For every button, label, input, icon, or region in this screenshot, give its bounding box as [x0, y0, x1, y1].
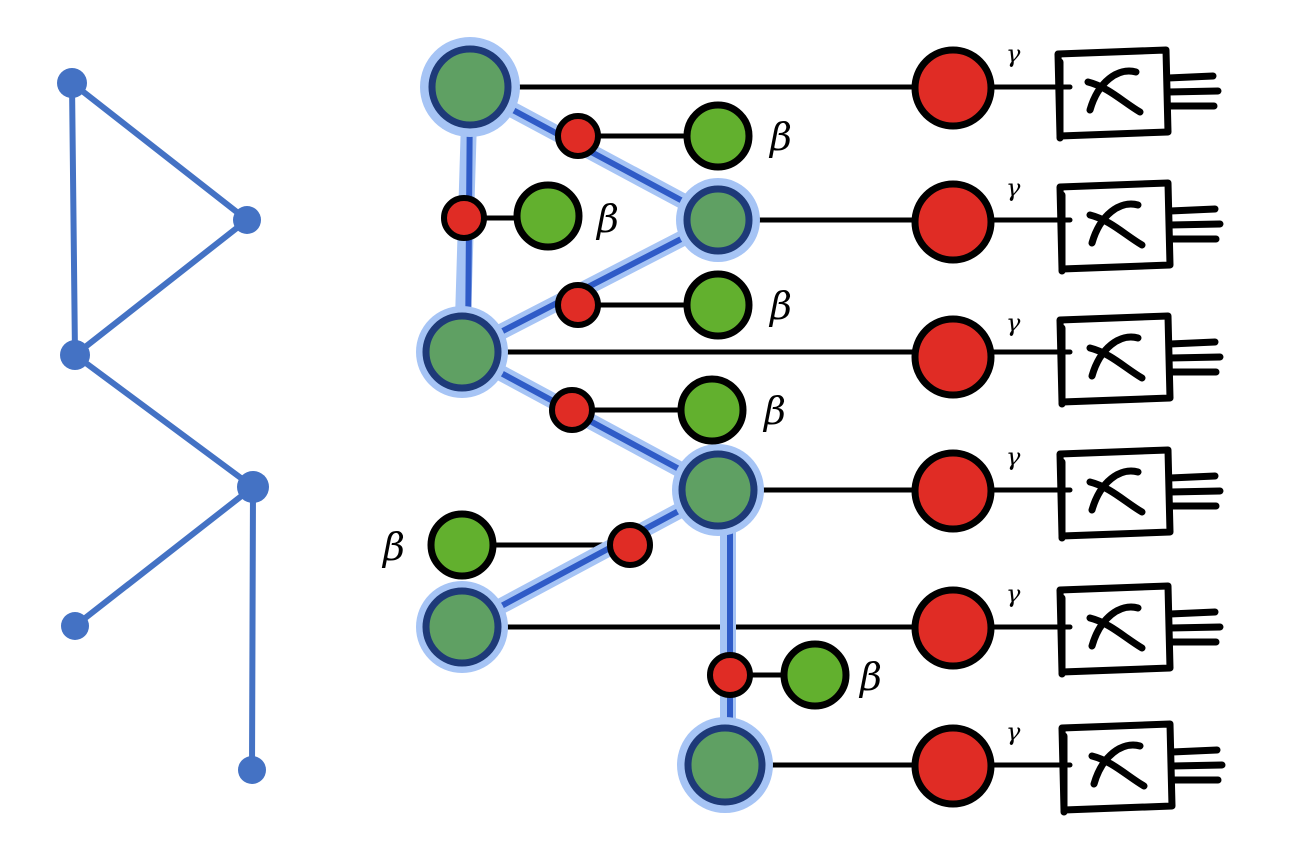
red-spider [555, 282, 601, 328]
measurements [1058, 50, 1222, 812]
graph-edge [72, 217, 250, 358]
graph-edge [69, 80, 78, 358]
measurement-box-icon [1062, 724, 1222, 812]
graph-edge [69, 80, 250, 223]
green-spider [428, 45, 512, 129]
red-spider [549, 387, 595, 433]
graph-edge [249, 484, 256, 773]
gamma-label: γ [1006, 718, 1021, 746]
green-spider [684, 724, 766, 806]
red-spider [911, 46, 995, 130]
beta-label: β [768, 284, 792, 328]
measurement-box-icon [1060, 316, 1220, 404]
gamma-label: γ [1006, 443, 1021, 471]
beta-label: β [381, 525, 405, 569]
green-spider [683, 185, 753, 255]
measurement-box-icon [1060, 450, 1220, 538]
measurement-box-icon [1060, 183, 1220, 271]
gamma-label: γ [1006, 309, 1021, 337]
measurement-box-icon [1060, 586, 1220, 674]
beta-spiders [427, 101, 850, 710]
green-spider [678, 450, 758, 530]
measurement-box-icon [1058, 50, 1218, 138]
highlighted-spiders [416, 37, 773, 813]
green-spider [427, 510, 497, 580]
gamma-labels: γ γ γ γ γ γ [1006, 40, 1021, 746]
green-spider [683, 270, 753, 340]
green-spider [683, 101, 753, 171]
gamma-label: γ [1006, 580, 1021, 608]
graph-node [60, 340, 90, 370]
gamma-label: γ [1006, 40, 1021, 68]
graph-edge [72, 352, 256, 490]
graph-node [238, 756, 266, 784]
red-spider [911, 586, 995, 670]
green-spider [780, 640, 850, 710]
graph-node [233, 206, 261, 234]
gamma-label: γ [1006, 174, 1021, 202]
beta-label: β [762, 389, 786, 433]
red-spider [555, 113, 601, 159]
beta-label: β [595, 197, 619, 241]
red-spider [707, 652, 753, 698]
green-spider [422, 312, 502, 392]
edge-spiders [441, 113, 753, 698]
graph-node [61, 612, 89, 640]
green-spider [513, 181, 583, 251]
green-spider [422, 587, 502, 667]
red-spider [911, 449, 995, 533]
graph-node [57, 68, 87, 98]
red-spider [911, 180, 995, 264]
graph [57, 68, 269, 784]
beta-label: β [858, 655, 882, 699]
graph-node [237, 471, 269, 503]
red-spider [911, 315, 995, 399]
green-spider [677, 375, 747, 445]
red-spider [607, 522, 653, 568]
gamma-spiders [911, 46, 995, 808]
beta-label: β [768, 115, 792, 159]
red-spider [911, 724, 995, 808]
beta-labels: β β β β β β [381, 115, 882, 699]
red-spider [441, 195, 487, 241]
graph-edge [72, 484, 256, 629]
